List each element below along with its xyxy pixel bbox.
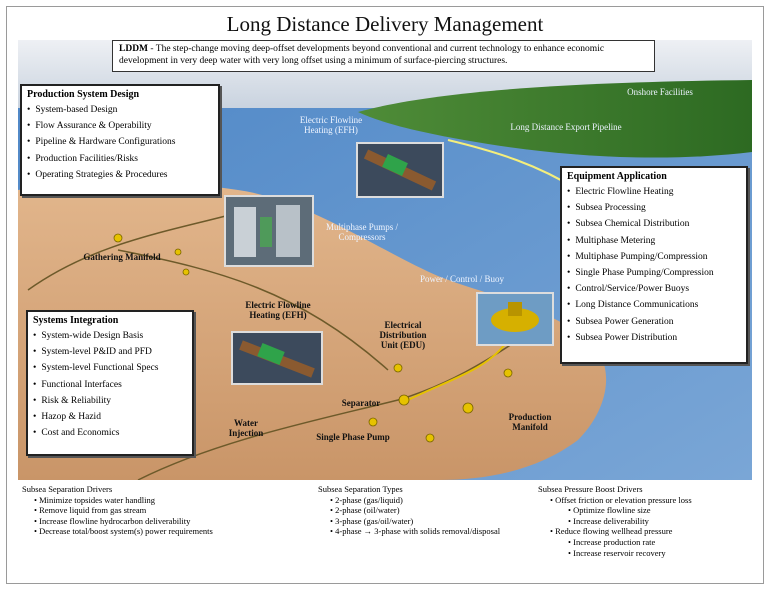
list-item: Subsea Chemical Distribution [567, 216, 741, 232]
separation-drivers-column: Subsea Separation Drivers • Minimize top… [22, 484, 282, 537]
buoy-image [478, 294, 552, 344]
list-item: Electric Flowline Heating [567, 184, 741, 200]
pump-module-image [226, 197, 312, 265]
bullet-item: • Reduce flowing wellhead pressure [546, 526, 760, 537]
bullet-text: Remove liquid from gas stream [39, 505, 146, 515]
separation-types-column: Subsea Separation Types • 2-phase (gas/l… [318, 484, 518, 537]
sub-bullet-item: • Increase reservoir recovery [568, 548, 760, 559]
bullet-text: Increase reservoir recovery [573, 548, 666, 558]
efh-photo-top [356, 142, 444, 198]
separator-label: Separator [326, 398, 396, 408]
equipment-marker [426, 434, 434, 442]
list-item: System-level P&ID and PFD [33, 344, 187, 360]
box-title: Production System Design [27, 89, 213, 100]
bullet-item: • 4-phase → 3-phase with solids removal/… [326, 526, 518, 537]
bullet-text: Reduce flowing wellhead pressure [555, 526, 672, 536]
list-item: Subsea Processing [567, 200, 741, 216]
page-title: Long Distance Delivery Management [0, 12, 770, 37]
heated-pipe-image [233, 333, 321, 383]
column-heading: Subsea Pressure Boost Drivers [538, 484, 760, 495]
list-item: System-wide Design Basis [33, 328, 187, 344]
bullet-text: 2-phase (gas/liquid) [335, 495, 403, 505]
list-item: Operating Strategies & Procedures [27, 167, 213, 183]
bullet-text: Offset friction or elevation pressure lo… [555, 495, 692, 505]
bullet-item: • 2-phase (oil/water) [326, 505, 518, 516]
buoy-photo [476, 292, 554, 346]
bullet-item: • Decrease total/boost system(s) power r… [30, 526, 282, 537]
equipment-marker [504, 369, 512, 377]
list-item: Single Phase Pumping/Compression [567, 265, 741, 281]
bullet-item: • 2-phase (gas/liquid) [326, 495, 518, 506]
bullet-text: 4-phase → 3-phase with solids removal/di… [335, 526, 500, 536]
bullet-item: • Remove liquid from gas stream [30, 505, 282, 516]
equipment-marker [369, 418, 377, 426]
single-phase-pump-label: Single Phase Pump [314, 432, 392, 442]
list-item: System-level Functional Specs [33, 360, 187, 376]
box-list: System-wide Design Basis System-level P&… [33, 328, 187, 441]
bullet-item: • Offset friction or elevation pressure … [546, 495, 760, 506]
efh-photo-mid [231, 331, 323, 385]
list-item: Subsea Power Generation [567, 314, 741, 330]
bullet-text: Increase deliverability [573, 516, 649, 526]
buoy-label: Power / Control / Buoy [406, 274, 518, 284]
list-item: Production Facilities/Risks [27, 151, 213, 167]
box-title: Systems Integration [33, 315, 187, 326]
pressure-boost-drivers-column: Subsea Pressure Boost Drivers • Offset f… [538, 484, 760, 558]
export-pipeline-label: Long Distance Export Pipeline [510, 122, 622, 132]
bullet-item: • Increase flowline hydrocarbon delivera… [30, 516, 282, 527]
box-title: Equipment Application [567, 171, 741, 182]
list-item: Multiphase Pumping/Compression [567, 249, 741, 265]
list-item: Cost and Economics [33, 425, 187, 441]
equipment-marker [463, 403, 473, 413]
box-list: Electric Flowline Heating Subsea Process… [567, 184, 741, 346]
equipment-marker [399, 395, 409, 405]
bullet-text: Optimize flowline size [573, 505, 650, 515]
bullet-text: Decrease total/boost system(s) power req… [39, 526, 213, 536]
list-item: Control/Service/Power Buoys [567, 281, 741, 297]
bullet-item: • 3-phase (gas/oil/water) [326, 516, 518, 527]
list-item: Risk & Reliability [33, 393, 187, 409]
equipment-application-box: Equipment Application Electric Flowline … [560, 166, 748, 364]
bullet-text: 2-phase (oil/water) [335, 505, 399, 515]
bullet-text: 3-phase (gas/oil/water) [335, 516, 413, 526]
onshore-label: Onshore Facilities [620, 87, 700, 97]
efh-label-mid: Electric Flowline Heating (EFH) [232, 300, 324, 320]
intro-text: - The step-change moving deep-offset dev… [119, 44, 604, 66]
bullet-item: • Minimize topsides water handling [30, 495, 282, 506]
intro-box: LDDM - The step-change moving deep-offse… [112, 40, 655, 72]
pump-photo [224, 195, 314, 267]
list-item: Hazop & Hazid [33, 409, 187, 425]
sub-bullet-item: • Increase production rate [568, 537, 760, 548]
equipment-marker [114, 234, 122, 242]
bullet-text: Minimize topsides water handling [39, 495, 155, 505]
column-heading: Subsea Separation Types [318, 484, 518, 495]
list-item: Subsea Power Distribution [567, 330, 741, 346]
multiphase-pumps-label: Multiphase Pumps / Compressors [312, 222, 412, 242]
sub-bullet-item: • Increase deliverability [568, 516, 760, 527]
equipment-marker [175, 249, 181, 255]
production-manifold-label: Production Manifold [494, 412, 566, 432]
list-item: Pipeline & Hardware Configurations [27, 134, 213, 150]
edu-label: Electrical Distribution Unit (EDU) [370, 320, 436, 350]
list-item: Multiphase Metering [567, 233, 741, 249]
column-heading: Subsea Separation Drivers [22, 484, 282, 495]
intro-term: LDDM [119, 44, 148, 54]
gathering-manifold-label: Gathering Manifold [82, 252, 162, 262]
list-item: Long Distance Communications [567, 297, 741, 313]
list-item: Functional Interfaces [33, 377, 187, 393]
equipment-marker [394, 364, 402, 372]
equipment-marker [183, 269, 189, 275]
heated-pipe-image [358, 144, 442, 196]
production-system-design-box: Production System Design System-based De… [20, 84, 220, 196]
box-list: System-based Design Flow Assurance & Ope… [27, 102, 213, 183]
sub-bullet-item: • Optimize flowline size [568, 505, 760, 516]
systems-integration-box: Systems Integration System-wide Design B… [26, 310, 194, 456]
bullet-text: Increase production rate [573, 537, 655, 547]
list-item: System-based Design [27, 102, 213, 118]
efh-label-top: Electric Flowline Heating (EFH) [286, 115, 376, 135]
water-injection-label: Water Injection [216, 418, 276, 438]
bullet-text: Increase flowline hydrocarbon deliverabi… [39, 516, 190, 526]
list-item: Flow Assurance & Operability [27, 118, 213, 134]
